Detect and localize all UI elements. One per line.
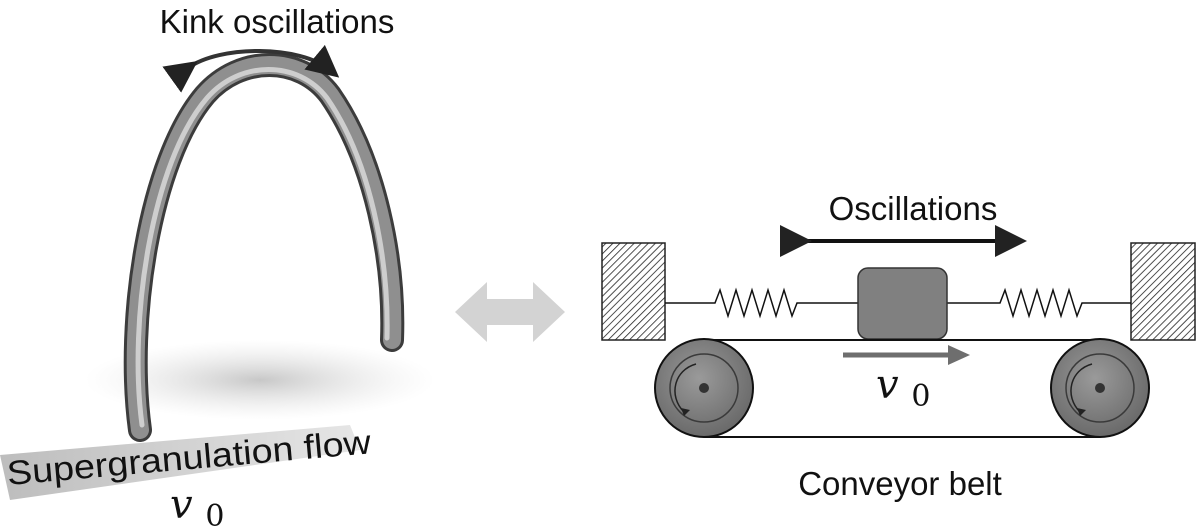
right-spring	[947, 287, 1131, 319]
kink-oscillation-arrow	[162, 44, 340, 93]
left-spring	[665, 287, 858, 319]
supergranulation-plane	[0, 425, 360, 500]
conveyor-belt-label: Conveyor belt	[798, 465, 1002, 502]
right-velocity-symbol: v	[876, 362, 899, 408]
loop-shadow	[85, 340, 435, 420]
left-velocity-subscript: 0	[205, 499, 224, 531]
right-wall	[1130, 242, 1196, 341]
oscillations-label: Oscillations	[829, 190, 998, 227]
belt-velocity-arrowhead	[948, 345, 970, 365]
right-velocity-subscript: 0	[911, 379, 930, 414]
oscillating-mass-block	[857, 267, 948, 340]
coronal-loop-panel: Kink oscillations Supergranulation flow …	[0, 3, 435, 531]
left-velocity-symbol: v	[170, 482, 193, 528]
left-wall	[601, 242, 666, 341]
right-wheel	[1050, 338, 1150, 438]
left-velocity-label: v 0	[170, 482, 224, 531]
conveyor-model-panel: Oscillations	[601, 190, 1196, 502]
kink-oscillations-label: Kink oscillations	[160, 3, 395, 40]
double-arrow-icon	[455, 282, 565, 342]
left-wheel	[654, 338, 754, 438]
right-velocity-label: v 0	[876, 362, 930, 414]
